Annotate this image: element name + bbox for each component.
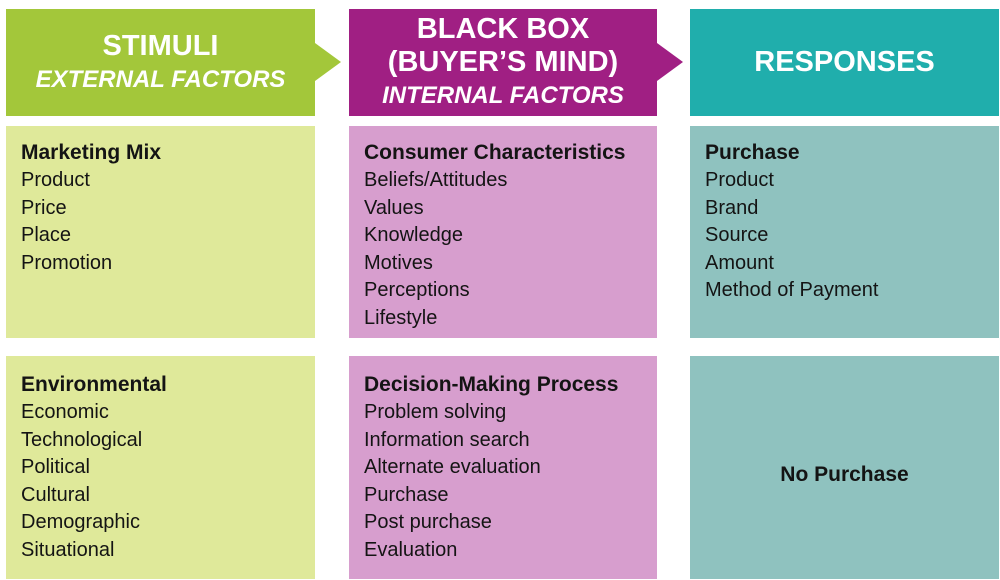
list-item: Product [705, 169, 774, 191]
box-title: Marketing Mix [21, 141, 162, 164]
list-item: Place [21, 224, 72, 247]
list-item: Brand [705, 196, 759, 219]
list-item: Alternate evaluation [364, 456, 541, 479]
list-item: Evaluation [364, 538, 458, 561]
box-title: Environmental [21, 373, 167, 396]
list-item: Information search [364, 428, 530, 451]
list-item: Beliefs/Attitudes [364, 169, 508, 191]
list-item: Amount [705, 251, 774, 274]
list-item: Method of Payment [705, 279, 879, 302]
responses-header: RESPONSES [690, 9, 999, 116]
list-item: Technological [21, 428, 143, 451]
list-item: Price [21, 196, 67, 219]
list-item: Demographic [21, 511, 140, 534]
black-box-title-line2: (BUYER’S MIND) [387, 46, 619, 78]
box-title: No Purchase [780, 463, 909, 486]
black-box-title: BLACK BOX [416, 13, 590, 45]
box-title: Consumer Characteristics [364, 141, 626, 164]
stimuli-subtitle: EXTERNAL FACTORS [35, 65, 286, 93]
list-item: Product [21, 169, 90, 191]
no-purchase-box: No Purchase [690, 356, 999, 579]
list-item: Cultural [21, 483, 90, 506]
list-item: Economic [21, 401, 109, 423]
list-item: Motives [364, 251, 433, 274]
consumer-characteristics-box: Consumer Characteristics Beliefs/Attitud… [349, 126, 657, 338]
marketing-mix-box: Marketing Mix Product Price Place Promot… [6, 126, 315, 338]
list-item: Perceptions [364, 279, 470, 302]
arrow-right-icon [657, 43, 683, 81]
list-item: Situational [21, 538, 115, 561]
list-item: Purchase [364, 483, 449, 506]
stimuli-header: STIMULI EXTERNAL FACTORS [6, 9, 315, 116]
black-box-subtitle: INTERNAL FACTORS [382, 82, 624, 109]
list-item: Promotion [21, 251, 113, 274]
box-title: Purchase [705, 141, 800, 164]
purchase-box: Purchase Product Brand Source Amount Met… [690, 126, 999, 338]
box-title: Decision-Making Process [364, 373, 619, 396]
list-item: Post purchase [364, 511, 492, 534]
list-item: Knowledge [364, 224, 463, 247]
responses-title: RESPONSES [754, 46, 935, 78]
environmental-box: Environmental Economic Technological Pol… [6, 356, 315, 579]
arrow-right-icon [315, 43, 341, 81]
list-item: Values [364, 196, 424, 219]
stimuli-title: STIMULI [102, 29, 219, 62]
list-item: Lifestyle [364, 306, 438, 329]
list-item: Source [705, 224, 769, 247]
list-item: Political [21, 456, 90, 479]
black-box-header: BLACK BOX (BUYER’S MIND) INTERNAL FACTOR… [349, 9, 657, 116]
decision-making-process-box: Decision-Making Process Problem solving … [349, 356, 657, 579]
list-item: Problem solving [364, 401, 507, 423]
